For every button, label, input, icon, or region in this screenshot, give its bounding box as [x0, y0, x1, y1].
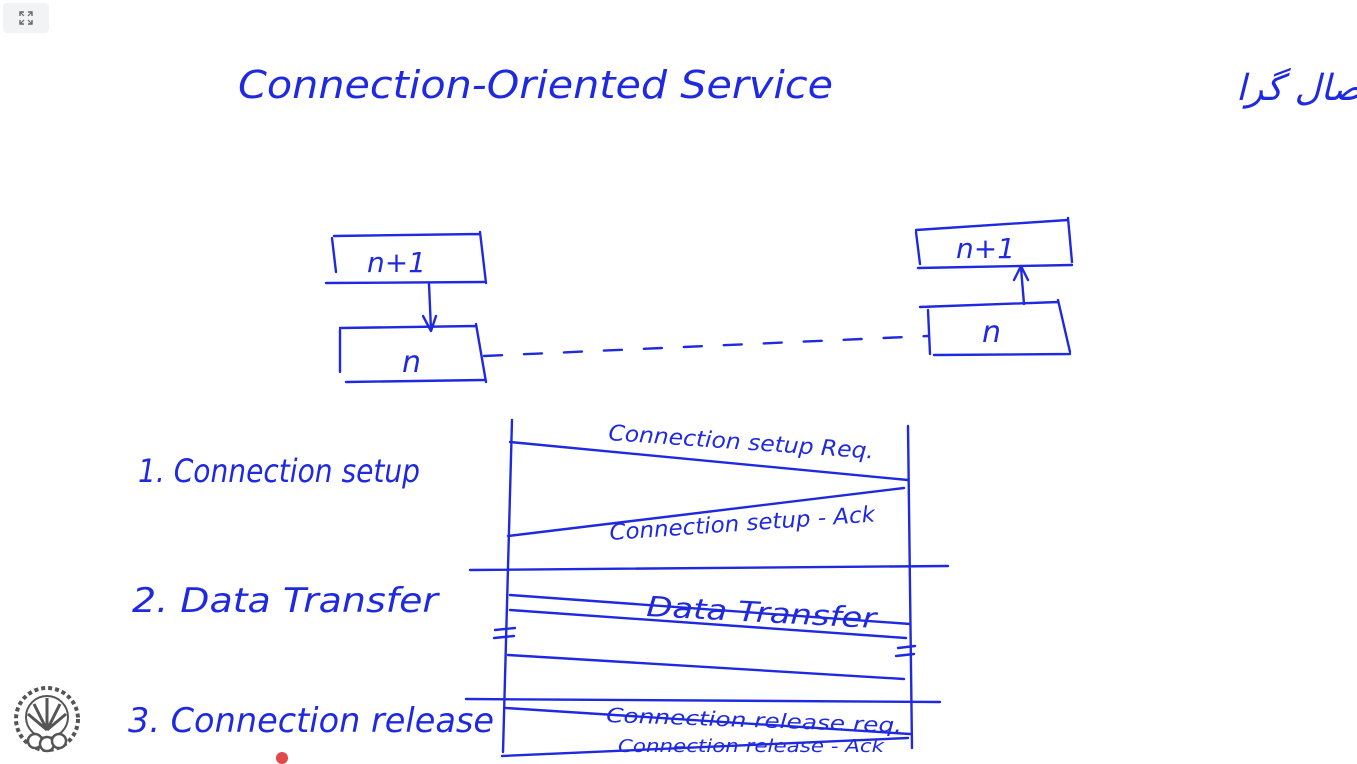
peer-link-dashed	[482, 334, 930, 358]
phase-3-label: 3. Connection release	[128, 701, 494, 741]
data-arrow-3	[506, 653, 906, 681]
data-arrow-2	[508, 608, 908, 640]
expand-icon	[19, 11, 33, 25]
university-logo-icon	[12, 684, 82, 754]
release-req-arrow	[504, 706, 912, 736]
right-layer-stack: n+1 n	[914, 216, 1074, 357]
release-ack-label: Connection release - Ack	[618, 736, 886, 757]
slide-title: Connection-Oriented Service	[238, 63, 833, 107]
left-layer-stack: n+1 n	[324, 230, 488, 384]
right-layer-n: n	[982, 315, 1001, 350]
left-layer-n-plus-1: n+1	[367, 246, 426, 279]
divider-data-release	[464, 697, 942, 704]
right-break-mark	[894, 644, 917, 658]
phase-2-label: 2. Data Transfer	[132, 581, 440, 621]
divider-setup-data	[468, 564, 950, 572]
right-timeline	[906, 424, 914, 750]
laser-pointer-dot	[276, 752, 288, 764]
fullscreen-button[interactable]	[3, 3, 49, 33]
data-transfer-label: Data Transfer	[646, 590, 879, 635]
data-arrow-1	[508, 593, 912, 626]
setup-ack-arrow	[506, 486, 906, 538]
left-down-arrow	[421, 282, 438, 333]
setup-req-label: Connection setup Req.	[608, 421, 875, 464]
release-req-label: Connection release req.	[606, 703, 903, 737]
left-layer-n: n	[402, 345, 421, 380]
phase-1-label: 1. Connection setup	[138, 452, 420, 490]
right-up-arrow	[1012, 264, 1030, 306]
left-timeline	[501, 418, 514, 754]
left-break-mark	[492, 626, 517, 640]
slide-title-farsi: سرویس اتصال گرا	[1236, 67, 1357, 109]
setup-req-arrow	[508, 440, 910, 482]
right-layer-n-plus-1: n+1	[956, 232, 1015, 265]
setup-ack-label: Connection setup - Ack	[609, 502, 877, 546]
release-ack-arrow	[500, 736, 910, 758]
